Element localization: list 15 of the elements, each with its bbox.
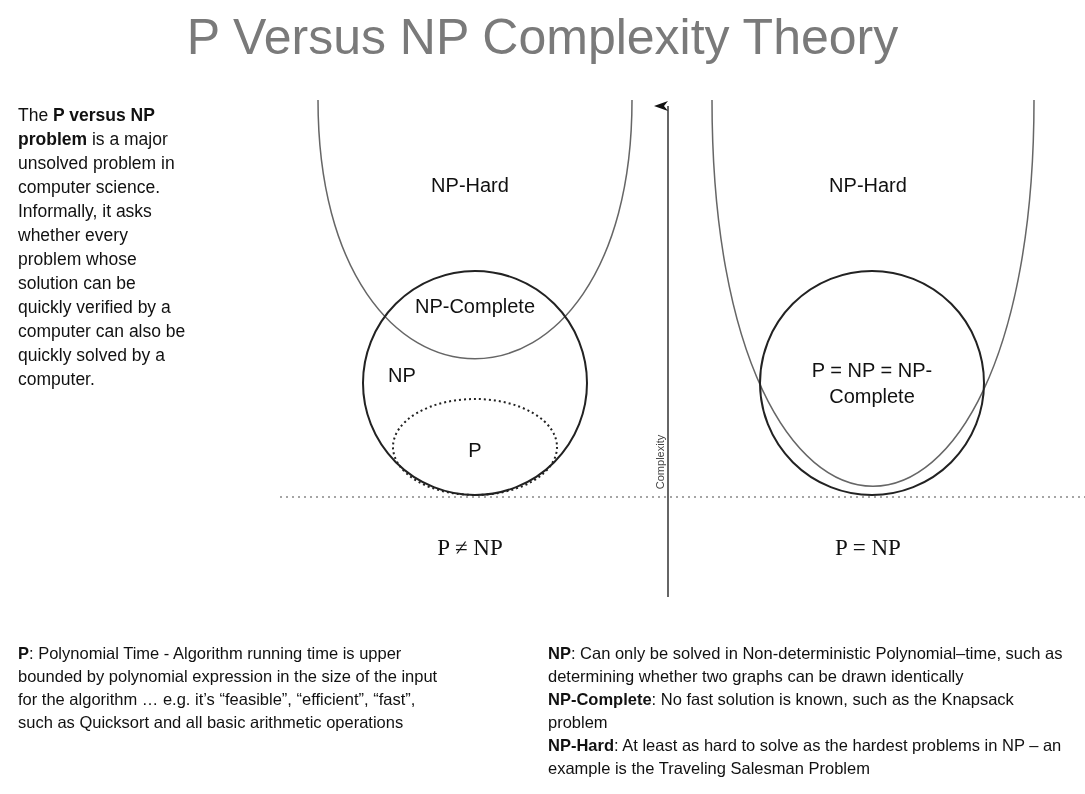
title: P Versus NP Complexity Theory — [185, 8, 900, 66]
intro-paragraph: The P versus NP problem is a major unsolved problem in computer science. Informally, it asks whether every problem whose solution can be quickly verified by a computer can also be quickly solved by a computer. — [18, 104, 187, 391]
definition-paragraph: NP-Complete: No fast solution is known, such as the Knapsack problem — [548, 689, 1015, 733]
axis-label: Complexity — [654, 434, 666, 490]
set-label: NP-Hard — [431, 173, 509, 197]
set-label: P = NP = NP-Complete — [810, 358, 934, 409]
set-label: NP — [388, 363, 416, 387]
case-caption: P ≠ NP — [437, 535, 503, 561]
case-caption: P = NP — [835, 535, 901, 561]
set-label: NP-Hard — [829, 173, 907, 197]
region-label: NP-Complete — [415, 294, 535, 318]
definition-paragraph: P: Polynomial Time - Algorithm running time is upper bounded by polynomial expression in the size of the input for the algorithm … e.g. it’s “feasible”, “efficient”, “fast”, such as Quicksort and all basic arithmetic operations — [18, 643, 439, 733]
definition-paragraph: NP: Can only be solved in Non-deterministic Polynomial–time, such as determining whether two graphs can be drawn identically — [548, 643, 1064, 687]
set-label: P — [468, 438, 482, 462]
definition-paragraph: NP-Hard: At least as hard to solve as the hardest problems in NP – an example is the Traveling Salesman Problem — [548, 735, 1063, 779]
